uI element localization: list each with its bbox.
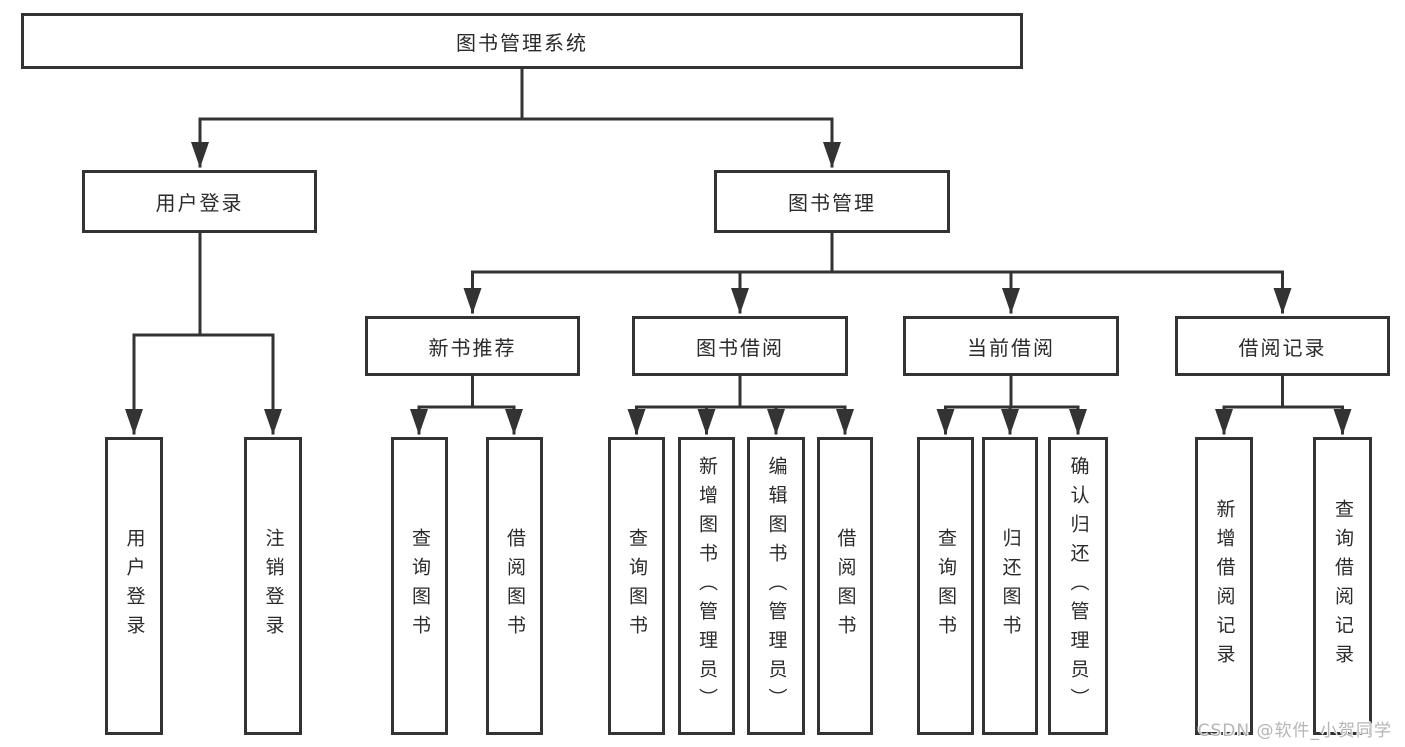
node-book-mgmt: 图书管理 <box>714 170 950 233</box>
watermark: CSDN @软件_小贺同学 <box>1197 721 1392 741</box>
leaf-rec-query-record: 查询借阅记录 <box>1313 437 1372 735</box>
leaf-nb-query-books: 查询图书 <box>391 437 448 735</box>
leaf-logout: 注销登录 <box>244 437 302 735</box>
node-borrow-records: 借阅记录 <box>1175 316 1390 376</box>
leaf-cb-query-books: 查询图书 <box>917 437 974 735</box>
leaf-bb-query-books: 查询图书 <box>608 437 665 735</box>
leaf-nb-borrow-books: 借阅图书 <box>486 437 543 735</box>
leaf-bb-edit-books: 编辑图书（管理员） <box>747 437 805 735</box>
node-new-books: 新书推荐 <box>365 316 580 376</box>
leaf-bb-borrow-books: 借阅图书 <box>817 437 873 735</box>
leaf-rec-add-record: 新增借阅记录 <box>1195 437 1253 735</box>
leaf-user-login: 用户登录 <box>105 437 163 735</box>
node-user-login: 用户登录 <box>82 170 317 233</box>
leaf-cb-return-books: 归还图书 <box>982 437 1038 735</box>
node-book-borrow: 图书借阅 <box>632 316 848 376</box>
node-root: 图书管理系统 <box>21 13 1023 69</box>
leaf-cb-confirm-return: 确认归还（管理员） <box>1048 437 1108 735</box>
leaf-bb-add-books: 新增图书（管理员） <box>678 437 735 735</box>
node-current-borrow: 当前借阅 <box>903 316 1119 376</box>
